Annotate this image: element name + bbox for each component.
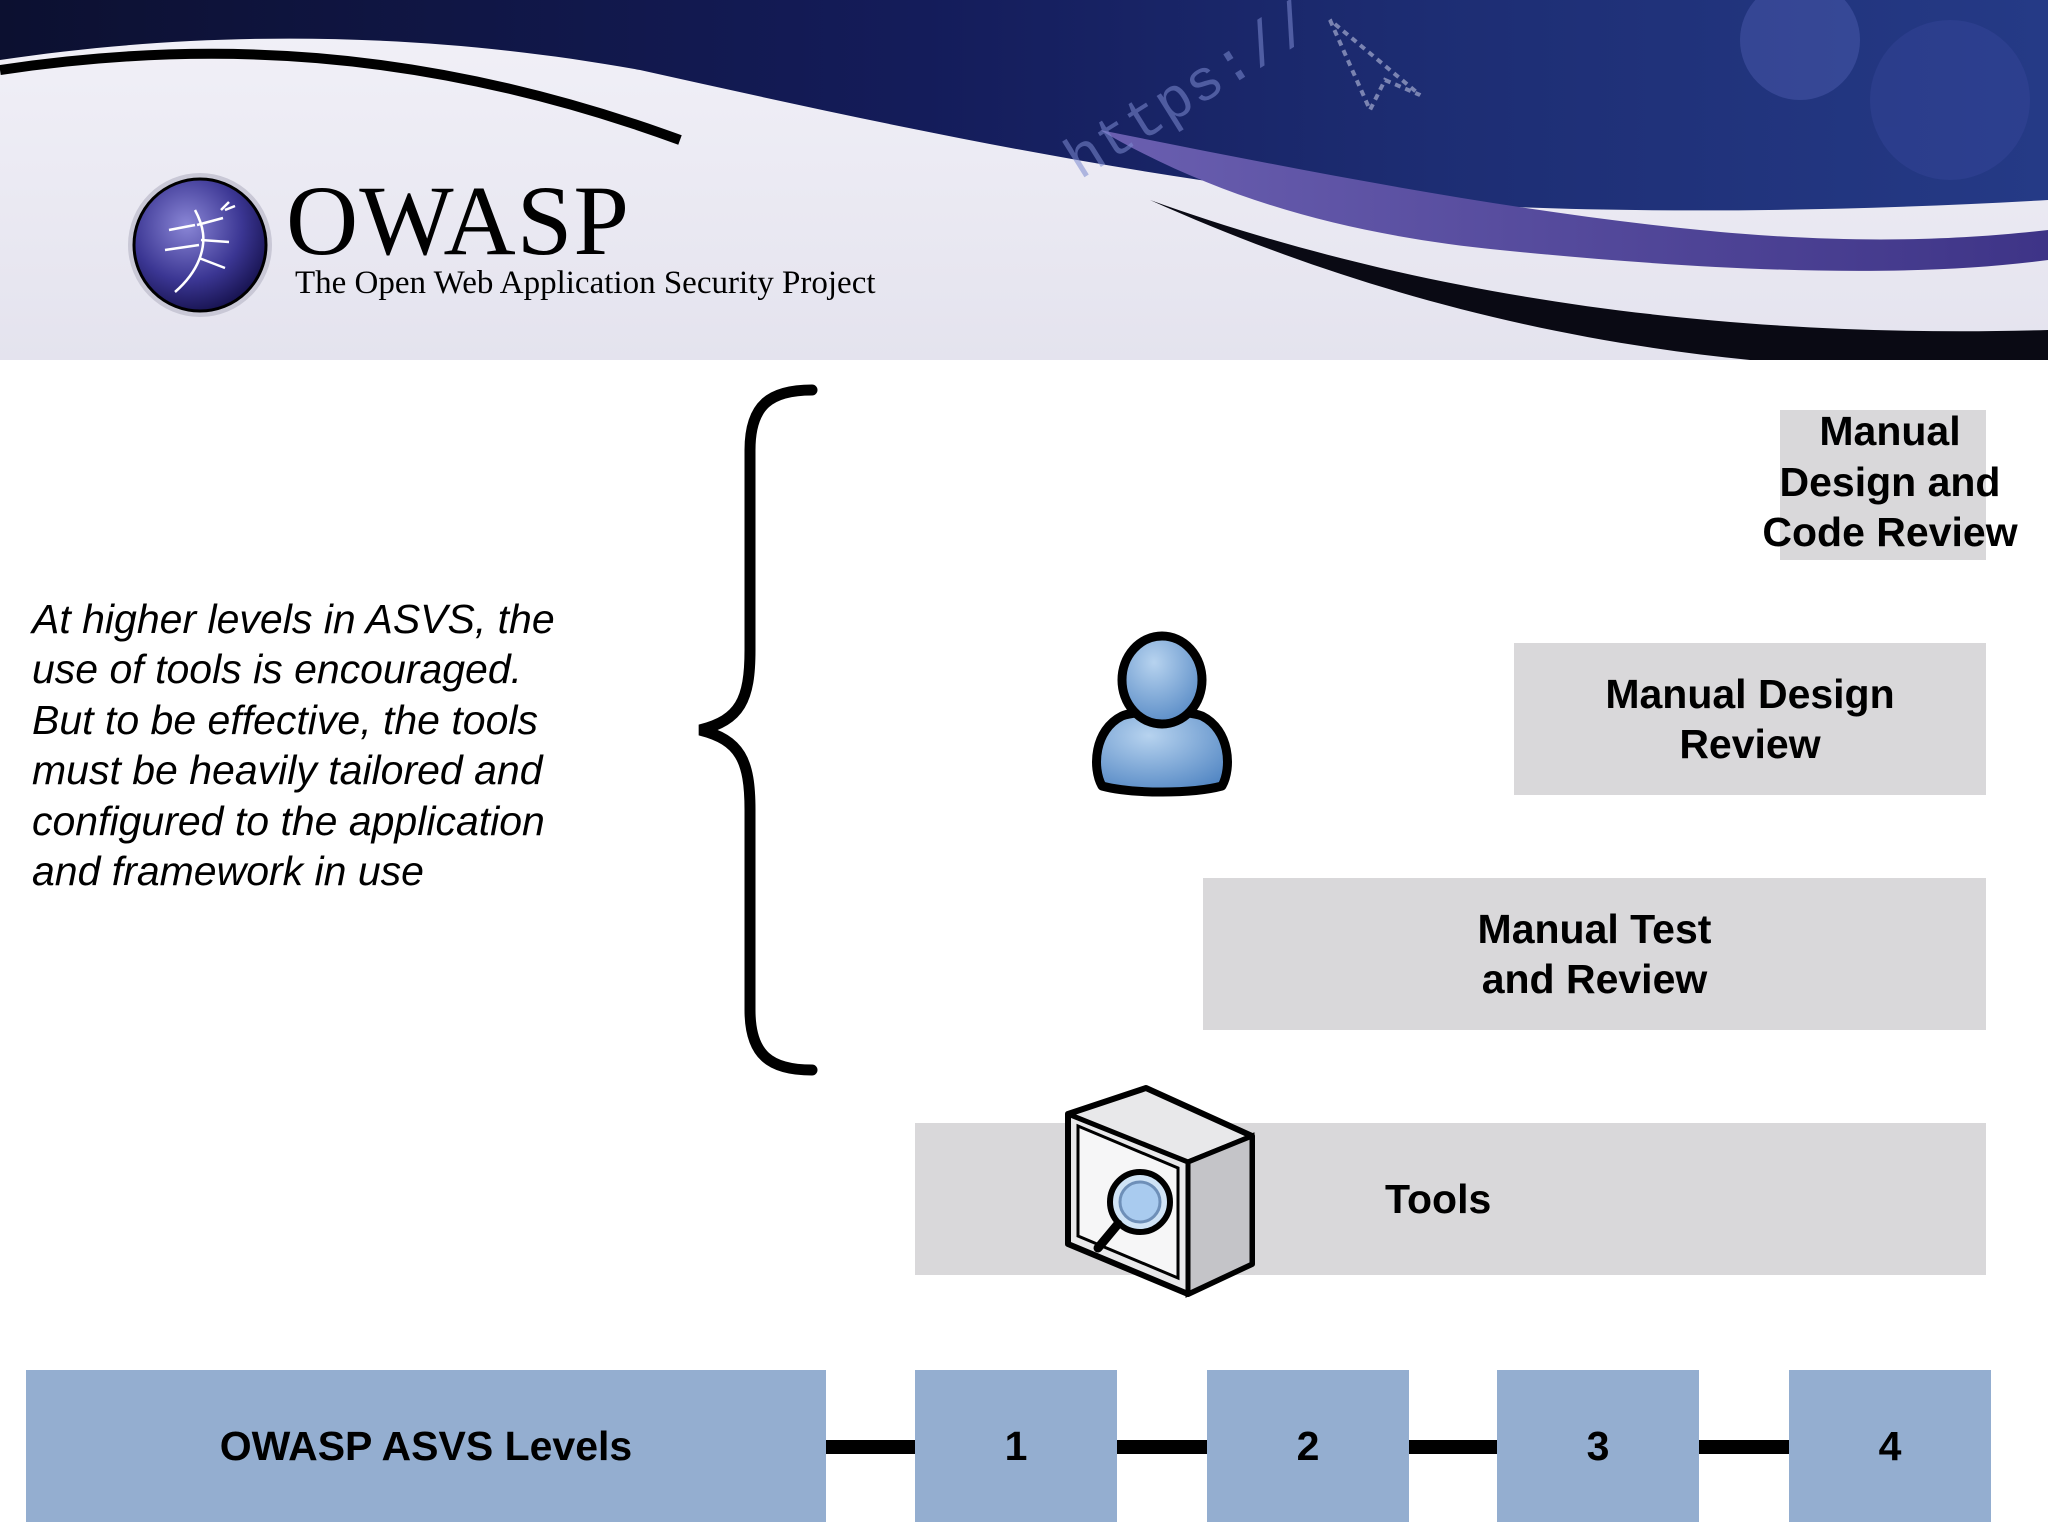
logo-subtitle: The Open Web Application Security Projec… bbox=[295, 263, 876, 303]
asvs-levels-row: OWASP ASVS Levels 1 2 3 4 bbox=[0, 1370, 2048, 1522]
level-box-4: 4 bbox=[1789, 1370, 1991, 1522]
logo-title: OWASP bbox=[286, 166, 630, 276]
level-box-3: 3 bbox=[1497, 1370, 1699, 1522]
bar-manual-design-code-review-label: Manual Design and Code Review bbox=[1730, 406, 2048, 558]
bar-manual-test-review: Manual Test and Review bbox=[1203, 878, 1986, 1030]
bar-manual-design-review: Manual Design Review bbox=[1514, 643, 1986, 795]
bar-tools-label: Tools bbox=[1385, 1123, 1491, 1275]
user-icon bbox=[1082, 618, 1242, 798]
curly-brace bbox=[690, 380, 820, 1080]
scanner-icon bbox=[1062, 1084, 1262, 1304]
level-box-2: 2 bbox=[1207, 1370, 1409, 1522]
header-banner: https:// OWASP The Open Web Ap bbox=[0, 0, 2048, 360]
levels-title-box: OWASP ASVS Levels bbox=[26, 1370, 826, 1522]
side-note: At higher levels in ASVS, the use of too… bbox=[32, 594, 692, 896]
owasp-globe-icon bbox=[125, 170, 275, 320]
level-box-1: 1 bbox=[915, 1370, 1117, 1522]
